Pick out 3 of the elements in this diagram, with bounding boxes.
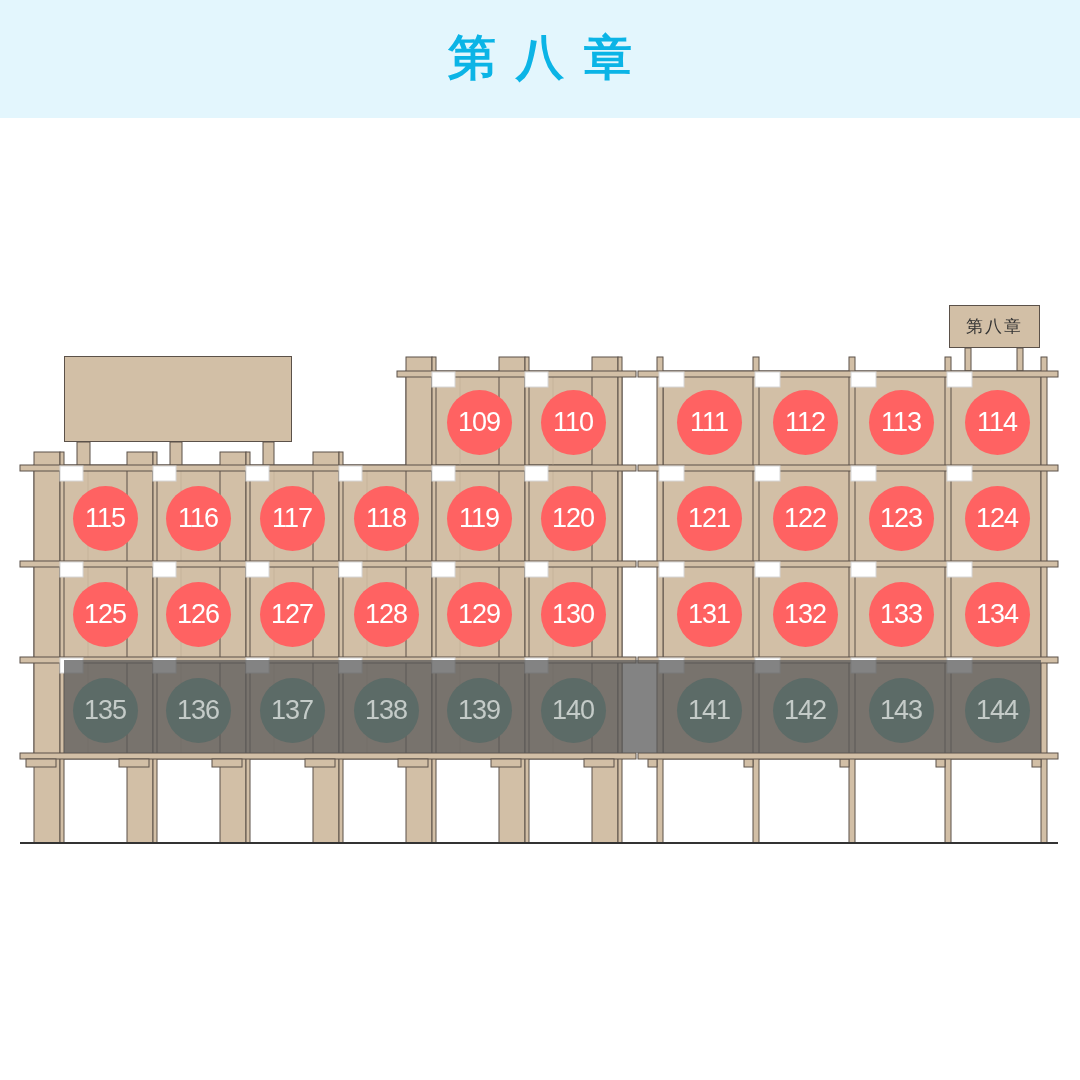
title: 第八章 <box>447 28 653 87</box>
sign-board: 第八章 <box>949 305 1040 348</box>
sign-board <box>64 356 292 442</box>
